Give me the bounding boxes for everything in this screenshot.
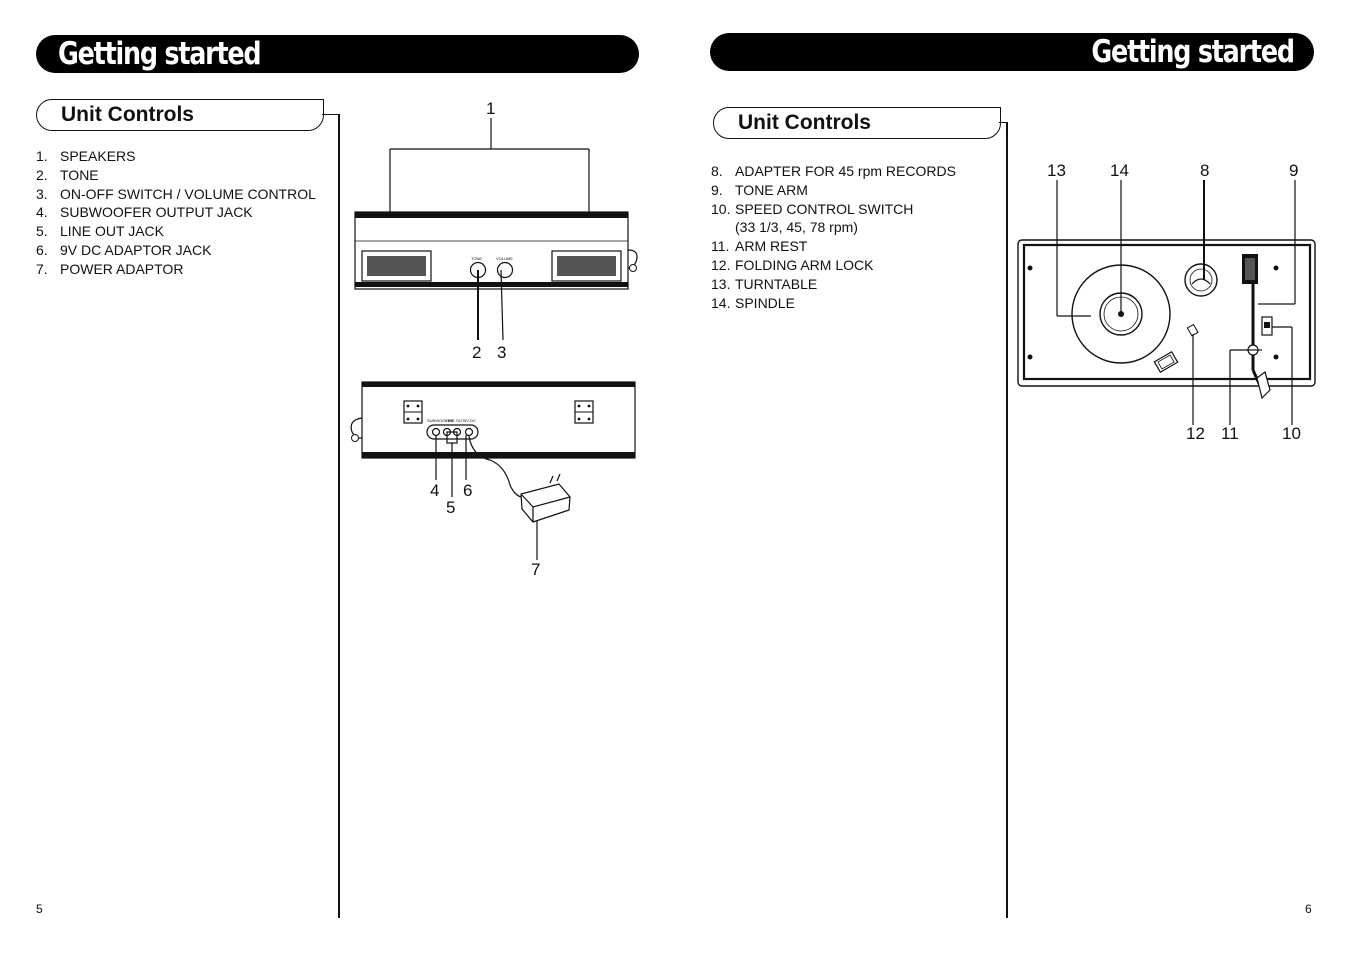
- list-item: 4.SUBWOOFER OUTPUT JACK: [36, 204, 253, 221]
- list-item: 2.TONE: [36, 166, 99, 183]
- page-number-left: 5: [36, 902, 43, 916]
- callout-8: 8: [1200, 161, 1209, 180]
- list-item: 10.SPEED CONTROL SWITCH(33 1/3, 45, 78 r…: [711, 200, 914, 236]
- banner-title: Getting started: [1091, 34, 1296, 70]
- jack-label-9vdc: 9V DC: [464, 418, 476, 423]
- list-item: 11.ARM REST: [711, 238, 808, 255]
- list-item: 1.SPEAKERS: [36, 148, 136, 164]
- list-item: 9.TONE ARM: [711, 181, 808, 198]
- list-item: 13.TURNTABLE: [711, 275, 818, 292]
- column-divider-right: [1006, 122, 1008, 918]
- divider-connector: [322, 114, 339, 116]
- knob-label-tone: TONE: [471, 256, 482, 261]
- section-heading-right: Unit Controls: [713, 107, 1001, 139]
- callout-2: 2: [472, 343, 481, 362]
- controls-list-right: 8.ADAPTER FOR 45 rpm RECORDS 9.TONE ARM …: [711, 162, 956, 312]
- page-number-right: 6: [1305, 902, 1312, 916]
- list-item: 8.ADAPTER FOR 45 rpm RECORDS: [711, 163, 956, 179]
- divider-connector: [999, 122, 1007, 124]
- knob-label-volume: VOLUME: [496, 256, 513, 261]
- speaker-left-mesh: [367, 256, 426, 276]
- callout-3: 3: [497, 343, 506, 362]
- section-title: Unit Controls: [738, 111, 871, 134]
- callout-11: 11: [1221, 424, 1239, 443]
- callout-12: 12: [1186, 424, 1205, 443]
- list-item: 14.SPINDLE: [711, 294, 795, 311]
- page-banner-left: Getting started: [36, 35, 639, 73]
- callout-14: 14: [1110, 161, 1129, 180]
- column-divider-left: [338, 114, 340, 918]
- list-item: 7.POWER ADAPTOR: [36, 260, 184, 277]
- jack-label-subwoofer: SUBWOOFER: [427, 418, 453, 423]
- callout-5: 5: [446, 498, 455, 517]
- list-item: 3.ON-OFF SWITCH / VOLUME CONTROL: [36, 185, 316, 202]
- callout-1: 1: [486, 99, 495, 118]
- section-heading-left: Unit Controls: [36, 99, 324, 131]
- speaker-right-mesh: [557, 256, 616, 276]
- controls-list-left: 1.SPEAKERS 2.TONE 3.ON-OFF SWITCH / VOLU…: [36, 147, 316, 279]
- callout-4: 4: [430, 481, 439, 500]
- section-title: Unit Controls: [61, 103, 194, 126]
- page-banner-right: Getting started: [710, 33, 1314, 71]
- callout-13: 13: [1047, 161, 1066, 180]
- callout-9: 9: [1289, 161, 1298, 180]
- callout-6: 6: [463, 481, 472, 500]
- banner-title: Getting started: [58, 36, 262, 72]
- jack-label-lineout: LINE OUT: [446, 418, 465, 423]
- list-item: 12.FOLDING ARM LOCK: [711, 256, 874, 273]
- callout-10: 10: [1282, 424, 1301, 443]
- list-item: 5.LINE OUT JACK: [36, 223, 164, 240]
- list-item: 6.9V DC ADAPTOR JACK: [36, 241, 212, 258]
- callout-7: 7: [531, 560, 540, 579]
